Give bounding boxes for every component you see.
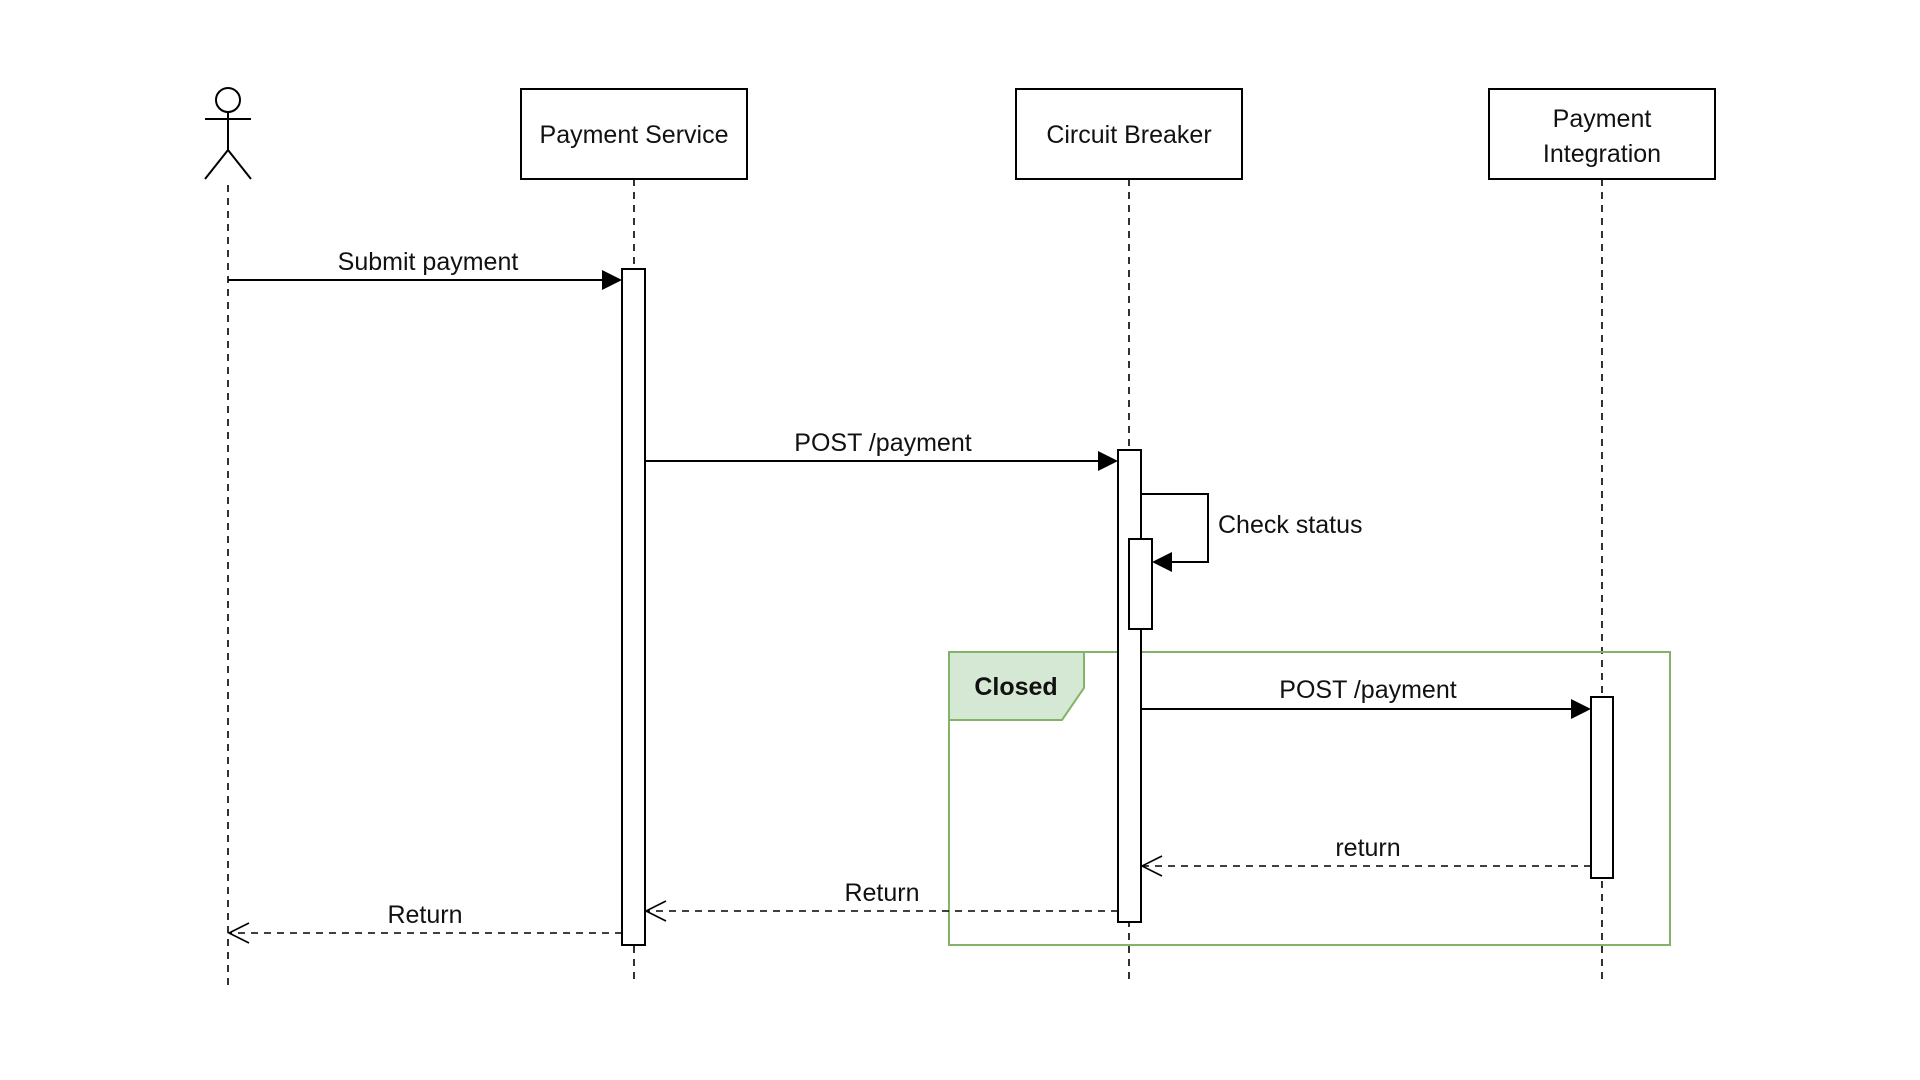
arrowhead-open-icon bbox=[227, 922, 250, 944]
message-label: POST /payment bbox=[1279, 676, 1456, 704]
participant-label: Circuit Breaker bbox=[1046, 121, 1211, 149]
participant-box bbox=[1488, 88, 1716, 180]
message-post-payment-to-circuit-breaker[interactable]: POST /payment bbox=[645, 429, 1118, 471]
activation-circuit-breaker-nested bbox=[1128, 538, 1153, 630]
fragment-frame bbox=[948, 651, 1671, 946]
arrowhead-filled-icon bbox=[1152, 552, 1172, 572]
message-submit-payment[interactable]: Submit payment bbox=[228, 248, 622, 290]
arrowhead-open-icon bbox=[1140, 855, 1163, 877]
message-label: Check status bbox=[1218, 511, 1363, 539]
activation-payment-integration bbox=[1590, 696, 1614, 879]
activation-payment-service bbox=[621, 268, 646, 946]
participant-circuit-breaker[interactable]: Circuit Breaker bbox=[1015, 88, 1243, 180]
participant-box bbox=[520, 88, 748, 180]
message-line bbox=[1141, 493, 1209, 563]
message-post-payment-to-integration[interactable]: POST /payment bbox=[1141, 676, 1591, 719]
actor-user[interactable] bbox=[204, 87, 252, 180]
actor-leg-right bbox=[227, 149, 252, 180]
message-return-to-payment-service[interactable]: Return bbox=[644, 879, 1118, 922]
arrowhead-filled-icon bbox=[602, 270, 622, 290]
arrowhead-open-icon bbox=[644, 900, 667, 922]
participant-payment-service[interactable]: Payment Service bbox=[520, 88, 748, 180]
message-return-to-actor[interactable]: Return bbox=[227, 901, 622, 944]
message-label: Return bbox=[387, 901, 462, 929]
fragment-label: Closed bbox=[974, 673, 1057, 701]
actor-leg-left bbox=[204, 149, 229, 180]
participant-label-line-2: Integration bbox=[1543, 140, 1661, 168]
actor-head-icon bbox=[215, 87, 241, 113]
message-return-from-integration[interactable]: return bbox=[1140, 834, 1591, 877]
fragment-closed[interactable]: Closed bbox=[948, 651, 1671, 946]
message-label: Submit payment bbox=[338, 248, 519, 276]
activation-circuit-breaker bbox=[1117, 449, 1142, 923]
participant-box bbox=[1015, 88, 1243, 180]
fragment-label-tab bbox=[948, 651, 1085, 721]
participant-label: Payment Service bbox=[540, 121, 729, 149]
arrowhead-filled-icon bbox=[1098, 451, 1118, 471]
participant-label-line-1: Payment bbox=[1553, 105, 1652, 133]
message-label: Return bbox=[844, 879, 919, 907]
arrowhead-filled-icon bbox=[1571, 699, 1591, 719]
message-label: return bbox=[1335, 834, 1400, 862]
participant-payment-integration[interactable]: Payment Integration bbox=[1488, 88, 1716, 180]
message-check-status[interactable]: Check status bbox=[1141, 493, 1363, 572]
message-label: POST /payment bbox=[794, 429, 971, 457]
